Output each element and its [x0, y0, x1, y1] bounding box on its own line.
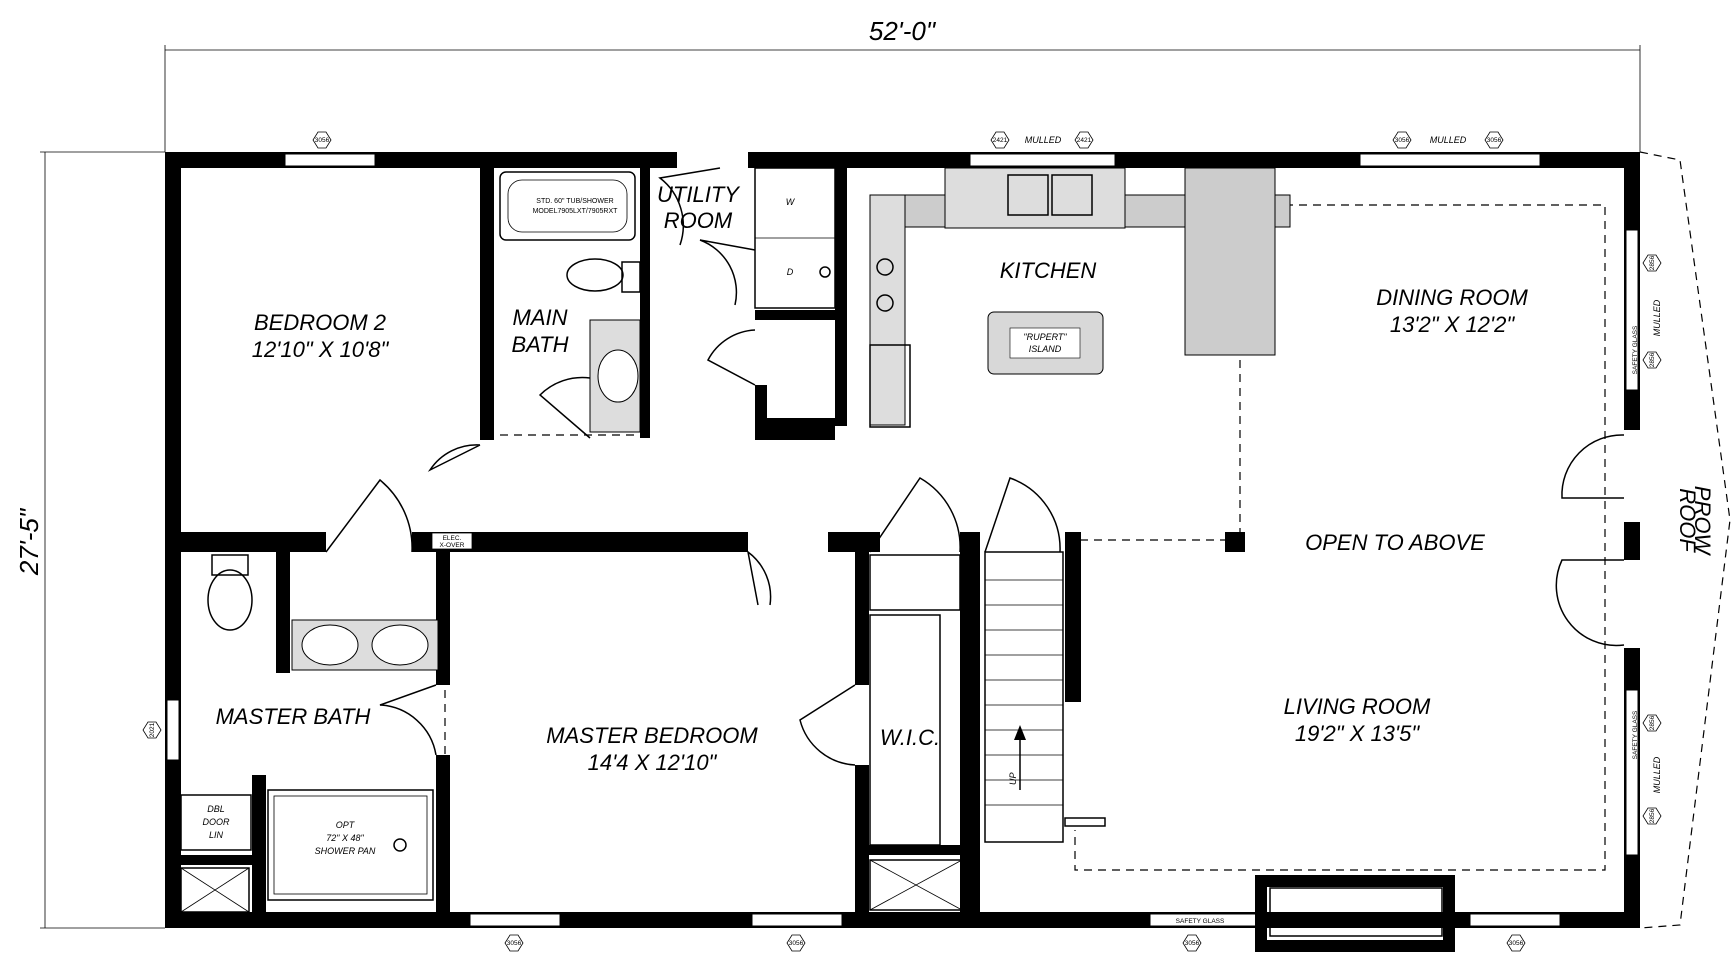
prow-label-1: PROW [1690, 486, 1715, 557]
kitchen-counters [869, 167, 1291, 428]
kitchen-name: KITCHEN [1000, 258, 1097, 283]
tub-label-1: STD. 60" TUB/SHOWER [536, 198, 613, 205]
interior-walls [181, 168, 1455, 952]
mulled-top-1: MULLED [1025, 135, 1062, 145]
svg-text:3056: 3056 [507, 940, 522, 947]
island-label-2: ISLAND [1029, 344, 1062, 354]
depth-dimension-label: 27'-5" [14, 507, 44, 576]
tub-label-2: MODEL7905LXT/7905RXT [533, 208, 619, 215]
safety-glass-bottom: SAFETY GLASS [1176, 918, 1225, 925]
doors [325, 167, 1625, 766]
dining-name: DINING ROOM [1376, 285, 1528, 310]
safety-glass-right-lower: SAFETY GLASS [1632, 710, 1639, 759]
main-bath-name-1: MAIN [513, 305, 568, 330]
bedroom2-name: BEDROOM 2 [254, 310, 386, 335]
svg-text:2421: 2421 [993, 137, 1008, 144]
tag-2021-left: 2021 [142, 721, 162, 739]
elec-label-2: X-OVER [440, 542, 465, 549]
svg-text:3056: 3056 [1509, 940, 1524, 947]
tag-2856-right-lower-2: 2856 [1642, 807, 1662, 825]
mulled-right-lower: MULLED [1652, 756, 1662, 793]
island-label-1: "RUPERT" [1023, 332, 1067, 342]
width-dimension-label: 52'-0" [869, 16, 937, 46]
elec-crossover: ELEC. X-OVER [431, 532, 473, 550]
living-name: LIVING ROOM [1284, 694, 1431, 719]
fireplace [1269, 887, 1443, 937]
tag-2856-right-lower-1: 2856 [1642, 714, 1662, 732]
open-above-label: OPEN TO ABOVE [1305, 530, 1485, 555]
svg-text:3056: 3056 [315, 137, 330, 144]
tag-3056-bottom-1: 3056 [504, 934, 524, 952]
dining-size: 13'2" X 12'2" [1390, 312, 1516, 337]
window-tags: 3056 2421 MULLED 2421 3056 MULLED 3056 2… [142, 131, 1662, 952]
svg-text:2421: 2421 [1077, 137, 1092, 144]
main-bath-fixtures: STD. 60" TUB/SHOWER MODEL7905LXT/7905RXT [499, 171, 641, 433]
tag-2856-right-upper-2: 2856 [1642, 351, 1662, 369]
svg-text:2856: 2856 [1649, 255, 1656, 270]
svg-text:3056: 3056 [1487, 137, 1502, 144]
wic-closet [869, 554, 963, 911]
stairs: UP [984, 551, 1106, 843]
shower-label-2: 72" X 48" [326, 833, 364, 843]
tag-3056-bottom-2: 3056 [786, 934, 806, 952]
windows [166, 153, 1639, 927]
tag-3056-top-right-2: 3056 [1484, 131, 1504, 149]
utility-name-2: ROOM [664, 208, 733, 233]
master-bath-fixtures: OPT 72" X 48" SHOWER PAN DBL DOOR LIN [180, 554, 439, 913]
svg-text:3056: 3056 [1185, 940, 1200, 947]
shower-label-1: OPT [336, 820, 356, 830]
linen-label-2: DOOR [203, 817, 231, 827]
utility-fixtures: W D [754, 167, 836, 309]
width-dimension: 52'-0" [164, 16, 1641, 152]
master-bath-name: MASTER BATH [216, 704, 371, 729]
svg-text:2856: 2856 [1649, 808, 1656, 823]
mulled-right-upper: MULLED [1652, 299, 1662, 336]
svg-text:2856: 2856 [1649, 715, 1656, 730]
shower-label-3: SHOWER PAN [315, 846, 376, 856]
depth-dimension: 27'-5" [14, 151, 165, 929]
linen-label-1: DBL [207, 804, 225, 814]
svg-text:3056: 3056 [1395, 137, 1410, 144]
prow-label-2: ROOF [1675, 488, 1700, 553]
linen-label-3: LIN [209, 830, 224, 840]
main-bath-name-2: BATH [511, 332, 568, 357]
elec-label-1: ELEC. [443, 535, 462, 542]
stairs-up-label: UP [1008, 772, 1018, 785]
master-bedroom-size: 14'4 X 12'10" [588, 750, 718, 775]
living-size: 19'2" X 13'5" [1295, 721, 1421, 746]
tag-2421-right: 2421 [1074, 131, 1094, 149]
tag-3056-bottom-4: 3056 [1506, 934, 1526, 952]
master-bedroom-name: MASTER BEDROOM [546, 723, 758, 748]
bedroom2-size: 12'10" X 10'8" [252, 337, 390, 362]
svg-text:2856: 2856 [1649, 352, 1656, 367]
tag-2421-left: 2421 [990, 131, 1010, 149]
dryer-label: D [787, 267, 794, 277]
tag-3056-top-right-1: 3056 [1392, 131, 1412, 149]
tag-2856-right-upper-1: 2856 [1642, 254, 1662, 272]
safety-glass-right-upper: SAFETY GLASS [1632, 325, 1639, 374]
washer-label: W [786, 197, 796, 207]
svg-text:2021: 2021 [149, 722, 156, 737]
tag-3056-top-left: 3056 [312, 131, 332, 149]
dashed-lines [444, 151, 1731, 929]
tag-3056-bottom-3: 3056 [1182, 934, 1202, 952]
mulled-top-2: MULLED [1430, 135, 1467, 145]
wic-name: W.I.C. [880, 725, 940, 750]
utility-name-1: UTILITY [657, 182, 740, 207]
svg-text:3056: 3056 [789, 940, 804, 947]
kitchen-island: "RUPERT" ISLAND [987, 311, 1104, 375]
